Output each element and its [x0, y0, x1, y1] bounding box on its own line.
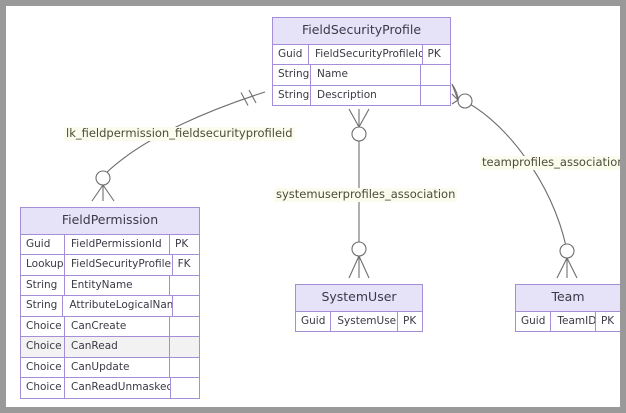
- attribute-key: PK: [169, 234, 199, 254]
- attribute-key: [171, 296, 199, 316]
- attribute-key: [169, 357, 199, 377]
- attribute-name: CanRead: [65, 337, 169, 357]
- attribute-name: AttributeLogicalName: [69, 299, 172, 311]
- attribute-row[interactable]: Guid FieldSecurityProfileId PK: [273, 44, 451, 65]
- attribute-type: String: [273, 85, 311, 105]
- attribute-name: EntityName: [71, 278, 133, 291]
- relationship-label-systemuserprofiles-association: systemuserprofiles_association: [274, 187, 458, 202]
- attribute-type: Guid: [516, 311, 552, 331]
- connector-lk-fieldpermission-fieldsecurityprofileid: [91, 89, 266, 202]
- attribute-name: FieldSecurityProfileId: [314, 47, 422, 60]
- attribute-row[interactable]: Guid TeamID PK: [516, 311, 620, 331]
- attribute-row[interactable]: Choice CanRead: [21, 337, 199, 358]
- attribute-type: String: [21, 275, 65, 295]
- attribute-row[interactable]: Choice CanUpdate: [21, 357, 199, 378]
- attribute-type: String: [273, 65, 311, 85]
- attribute-row[interactable]: Choice CanCreate: [21, 316, 199, 337]
- attribute-key: PK: [594, 311, 620, 331]
- entity-team[interactable]: Team Guid TeamID PK: [515, 284, 620, 332]
- attribute-type: Choice: [21, 316, 65, 336]
- relationship-label-teamprofiles-association: teamprofiles_association: [480, 155, 625, 170]
- attribute-name: FieldSecurityProfileId: [71, 258, 172, 270]
- attribute-name: FieldPermissionId: [71, 237, 162, 250]
- attribute-key: PK: [397, 311, 422, 331]
- attribute-name: CanCreate: [71, 319, 127, 332]
- entity-title: FieldSecurityProfile: [273, 18, 450, 45]
- attribute-key: FK: [171, 255, 199, 275]
- attribute-type: Guid: [296, 311, 332, 331]
- attribute-key: [170, 378, 199, 398]
- attribute-row[interactable]: Lookup FieldSecurityProfileId FK: [21, 255, 199, 276]
- attribute-key: PK: [421, 44, 451, 64]
- entity-title: FieldPermission: [21, 208, 199, 235]
- relationship-label-lk-fieldpermission-fieldsecurityprofileid: lk_fieldpermission_fieldsecurityprofilei…: [64, 126, 295, 141]
- attribute-type: Guid: [273, 44, 309, 64]
- attribute-row[interactable]: String Name: [273, 65, 450, 86]
- attribute-row[interactable]: Choice CanReadUnmasked: [21, 378, 199, 398]
- attribute-name: CanUpdate: [71, 360, 130, 373]
- attribute-key: [169, 275, 199, 295]
- attribute-name: TeamID: [557, 314, 595, 327]
- entity-fieldpermission[interactable]: FieldPermission Guid FieldPermissionId P…: [20, 207, 200, 399]
- attribute-type: Lookup: [21, 255, 65, 275]
- attribute-type: Choice: [21, 378, 65, 398]
- entity-fieldsecurityprofile[interactable]: FieldSecurityProfile Guid FieldSecurityP…: [272, 17, 451, 106]
- connector-teamprofiles-association: [451, 83, 578, 279]
- attribute-name: Description: [317, 88, 377, 101]
- attribute-type: Guid: [21, 234, 65, 254]
- entity-title: SystemUser: [296, 285, 422, 312]
- attribute-row[interactable]: Guid SystemUserId PK: [296, 311, 422, 331]
- entity-systemuser[interactable]: SystemUser Guid SystemUserId PK: [295, 284, 423, 332]
- attribute-type: Choice: [21, 357, 65, 377]
- attribute-key: [420, 65, 450, 85]
- attribute-key: [169, 316, 199, 336]
- attribute-row[interactable]: Guid FieldPermissionId PK: [21, 234, 199, 255]
- attribute-name: Name: [317, 68, 348, 80]
- entity-title: Team: [516, 285, 620, 312]
- attribute-row[interactable]: String Description: [273, 85, 450, 105]
- attribute-type: Choice: [21, 337, 65, 357]
- attribute-key: [420, 85, 450, 105]
- attribute-name: SystemUserId: [337, 314, 397, 327]
- attribute-row[interactable]: String AttributeLogicalName: [21, 296, 199, 317]
- attribute-key: [169, 337, 199, 357]
- attribute-type: String: [21, 296, 64, 316]
- attribute-name: CanReadUnmasked: [71, 381, 171, 393]
- attribute-row[interactable]: String EntityName: [21, 275, 199, 296]
